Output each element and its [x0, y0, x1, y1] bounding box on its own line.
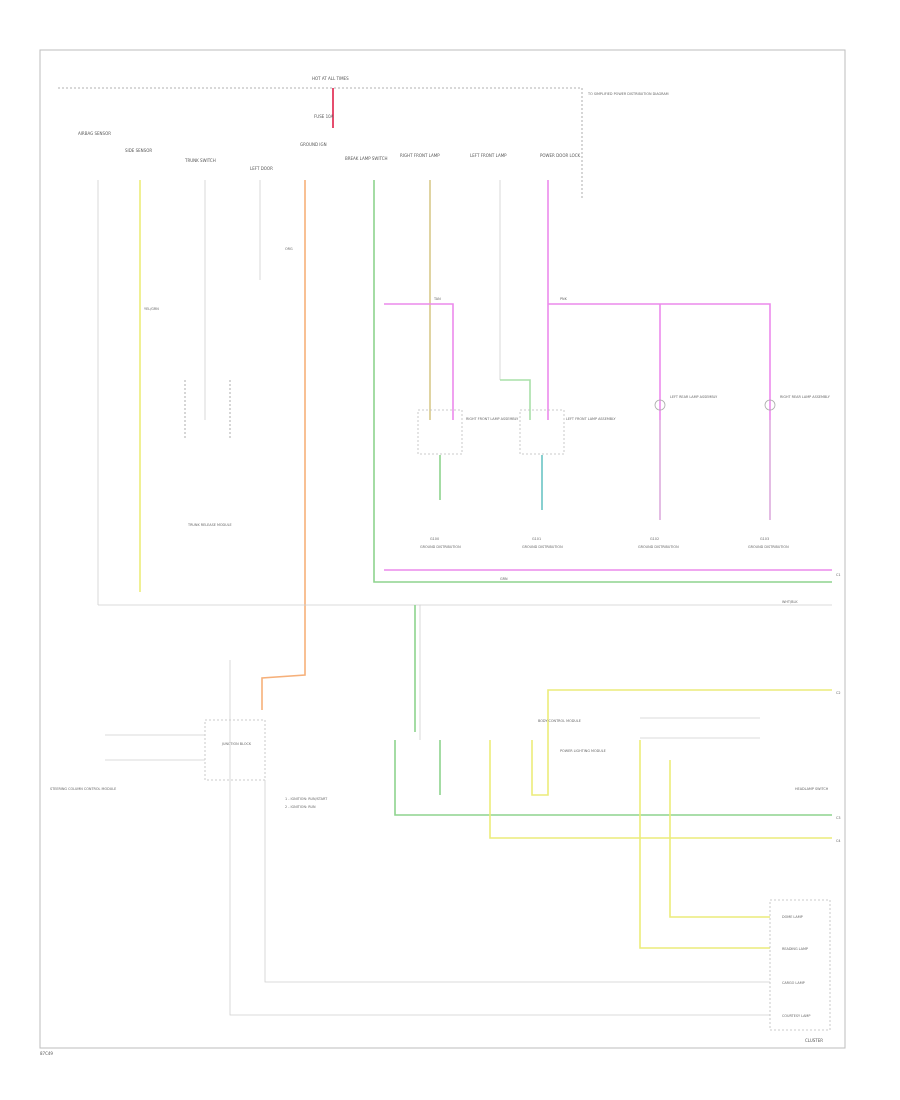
- reading-label: READING LAMP: [782, 947, 808, 951]
- lr-lamp-label: LEFT REAR LAMP ASSEMBLY: [670, 395, 718, 399]
- cargo-label: CARGO LAMP: [782, 981, 805, 985]
- wire-label-grn: GRN: [500, 577, 508, 581]
- lf-lamp-box: [519, 409, 565, 455]
- dome-label: DOME LAMP: [782, 915, 803, 919]
- green-wire-brake: [373, 180, 832, 583]
- gray-lower-2: [229, 660, 770, 1016]
- pink-bus-right: [548, 303, 771, 520]
- yellow-lower-3: [669, 760, 770, 918]
- lf-lamp-label: LEFT FRONT LAMP ASSEMBLY: [566, 417, 617, 421]
- ground-g103: G103: [760, 537, 769, 541]
- ground-dist-4: GROUND DISTRIBUTION: [748, 545, 789, 549]
- conn-c1: C1: [836, 573, 841, 577]
- ground-g101: G101: [532, 537, 541, 541]
- yellow-lower-2: [531, 689, 832, 796]
- rr-lamp-bulb: [764, 399, 776, 411]
- conn-c2: C2: [836, 691, 841, 695]
- orange-wire-door: [261, 180, 306, 710]
- ground-dist-3: GROUND DISTRIBUTION: [638, 545, 679, 549]
- yellow-lower-4: [639, 740, 770, 949]
- wire-label-org: ORG: [285, 247, 293, 251]
- rr-lamp-label: RIGHT REAR LAMP ASSEMBLY: [780, 395, 831, 399]
- courtesy-label: COURTESY LAMP: [782, 1014, 810, 1018]
- wire-label-wht-blk: WHT/BLK: [782, 600, 798, 604]
- legend-2: 2 - IGNITION: RUN: [285, 805, 316, 809]
- pwr-module-label: POWER LIGHTING MODULE: [560, 749, 606, 753]
- rf-lamp-label: RIGHT FRONT LAMP ASSEMBLY: [466, 417, 519, 421]
- ground-g102: G102: [650, 537, 659, 541]
- ground-g100: G100: [430, 537, 439, 541]
- yellow-lower-1: [489, 740, 832, 839]
- ground-dist-2: GROUND DISTRIBUTION: [522, 545, 563, 549]
- trunk-module-label: TRUNK RELEASE MODULE: [187, 523, 232, 527]
- side-note: TO SIMPLIFIED POWER DISTRIBUTION DIAGRAM: [587, 92, 669, 96]
- top-fuse-rating: FUSE 10A: [314, 114, 334, 119]
- header-left-door: LEFT DOOR: [250, 166, 273, 171]
- legend-1: 1 - IGNITION: RUN/START: [285, 797, 328, 801]
- ground-dist-1: GROUND DISTRIBUTION: [420, 545, 461, 549]
- footer-left: 87C49: [40, 1051, 53, 1056]
- top-fuse-label: HOT AT ALL TIMES: [312, 76, 349, 81]
- lr-lamp-bulb: [654, 399, 666, 411]
- lightgreen-lf: [500, 379, 531, 420]
- rf-lamp-box: [417, 409, 463, 455]
- header-trunk: TRUNK SWITCH: [184, 158, 216, 163]
- body-control-label: BODY CONTROL MODULE: [538, 719, 581, 723]
- junction-block: [204, 719, 266, 781]
- wire-label-tan: TAN: [433, 297, 441, 301]
- diagram-frame: [39, 49, 846, 1049]
- conn-c3: C3: [836, 816, 841, 820]
- conn-c4: C4: [836, 839, 841, 843]
- junction-label: JUNCTION BLOCK: [221, 742, 252, 746]
- steering-label: STEERING COLUMN CONTROL MODULE: [50, 787, 116, 791]
- cluster-box: [769, 899, 831, 1031]
- wire-label-pnk: PNK: [560, 297, 568, 301]
- pink-bus-top: [384, 303, 454, 420]
- headlamp-switch-label: HEADLAMP SWITCH: [795, 787, 829, 791]
- gray-lower-1: [264, 780, 770, 983]
- header-rf-lamp: RIGHT FRONT LAMP: [400, 153, 440, 158]
- green-lower-2: [394, 740, 832, 816]
- header-right-door: GROUND IGN: [300, 142, 327, 147]
- header-airbag: AIRBAG SENSOR: [78, 131, 111, 136]
- header-side: SIDE SENSOR: [125, 148, 152, 153]
- header-brake: BREAK LAMP SWITCH: [345, 156, 388, 161]
- header-pdl: POWER DOOR LOCK: [540, 153, 581, 158]
- wire-label-yel: YEL/GRN: [144, 307, 159, 311]
- footer-right: CLUSTER: [805, 1038, 823, 1043]
- header-lf-lamp: LEFT FRONT LAMP: [470, 153, 507, 158]
